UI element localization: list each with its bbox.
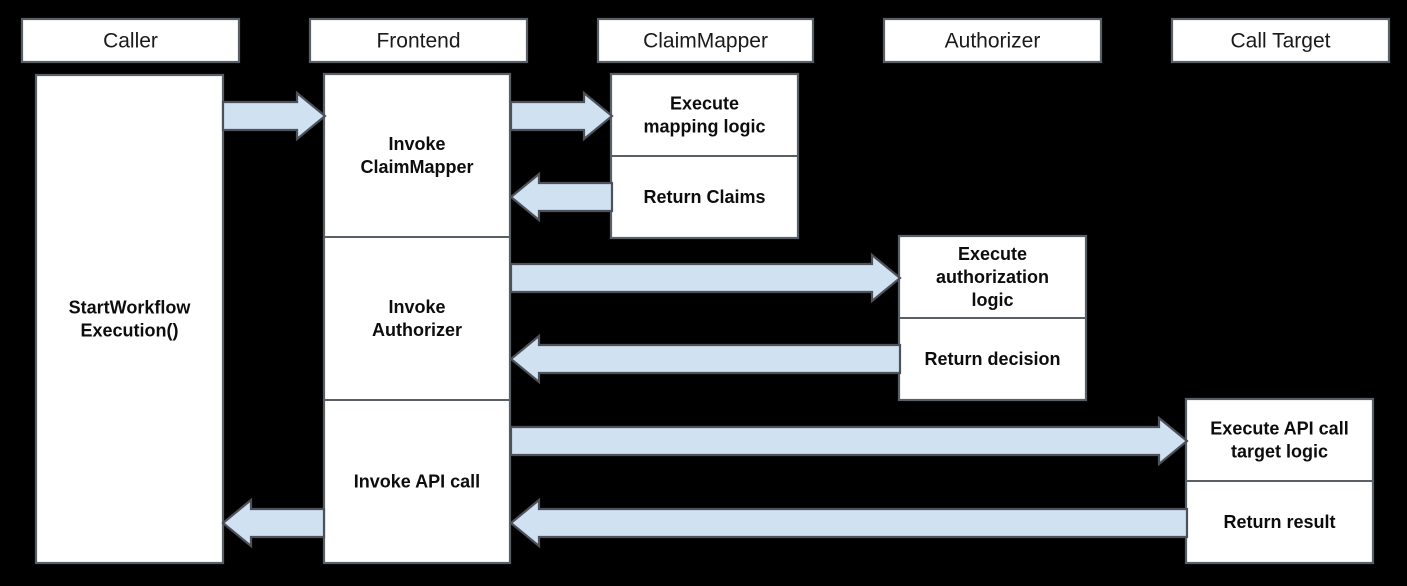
lane-header-label-authorizer: Authorizer [945, 29, 1041, 52]
message-frontend-to-authorizer[interactable] [509, 252, 902, 304]
arrow-icon [509, 333, 902, 385]
lane-header-label-frontend: Frontend [376, 29, 460, 52]
activation-label-return-decision: Return decision [924, 349, 1060, 369]
lane-header-claimmapper[interactable]: ClaimMapper [596, 17, 815, 64]
lane-header-label-claimmapper: ClaimMapper [643, 29, 768, 52]
message-frontend-to-calltarget[interactable] [509, 415, 1189, 467]
message-claimmapper-to-frontend[interactable] [509, 171, 614, 223]
arrow-icon [509, 171, 614, 223]
arrow-icon [221, 90, 327, 142]
message-caller-to-frontend[interactable] [221, 90, 327, 142]
arrow-icon [509, 497, 1189, 549]
arrow-icon [509, 90, 614, 142]
message-frontend-to-claimmapper[interactable] [509, 90, 614, 142]
activation-label-return-result: Return result [1223, 512, 1335, 532]
arrow-icon [509, 415, 1189, 467]
message-authorizer-to-frontend[interactable] [509, 333, 902, 385]
lane-header-calltarget[interactable]: Call Target [1170, 17, 1391, 64]
activation-label-invoke-api-call: Invoke API call [354, 471, 480, 491]
lane-header-frontend[interactable]: Frontend [308, 17, 529, 64]
lane-header-group: Caller Frontend ClaimMapper Authorizer Call … [20, 17, 1391, 64]
lane-header-authorizer[interactable]: Authorizer [882, 17, 1103, 64]
arrow-icon [509, 252, 902, 304]
lane-header-label-caller: Caller [103, 29, 158, 52]
message-calltarget-to-frontend[interactable] [509, 497, 1189, 549]
arrow-icon [221, 497, 326, 549]
message-arrow-group [221, 90, 1189, 549]
lane-header-label-calltarget: Call Target [1231, 29, 1331, 52]
message-frontend-to-caller[interactable] [221, 497, 326, 549]
activation-label-return-claims: Return Claims [643, 187, 765, 207]
lane-header-caller[interactable]: Caller [20, 17, 241, 64]
